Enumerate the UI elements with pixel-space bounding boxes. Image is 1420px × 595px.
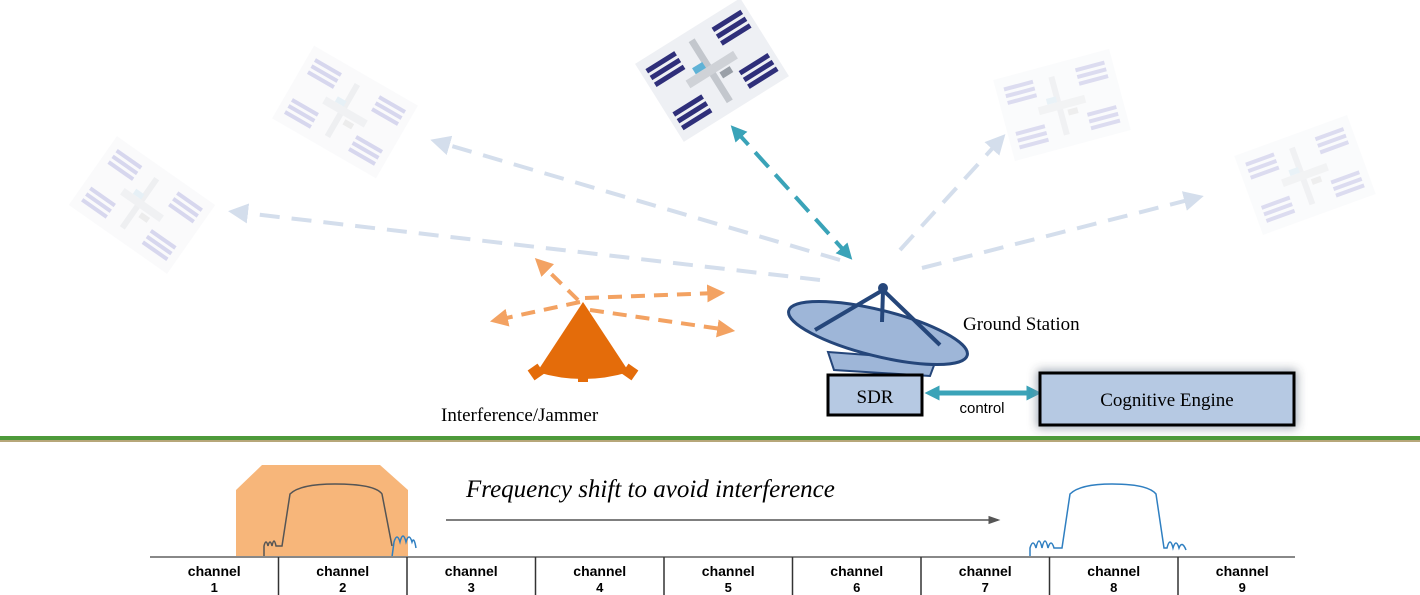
channel-label-word: channel (188, 563, 241, 579)
signal-spectrum-original (263, 483, 393, 557)
channel-label-word: channel (573, 563, 626, 579)
sdr-label: SDR (857, 387, 894, 408)
channel-label-number: 1 (211, 580, 218, 595)
sdr-box (826, 373, 924, 417)
channel-label-number: 8 (1110, 580, 1117, 595)
channel-label-number: 4 (596, 580, 604, 595)
link-arrow-far-right (921, 191, 1204, 270)
channel-label-word: channel (830, 563, 883, 579)
channel-label-number: 5 (725, 580, 732, 595)
channel-dividers (277, 557, 1179, 595)
frequency-shift-label: Frequency shift to avoid interference (465, 476, 835, 503)
channel-label-word: channel (702, 563, 755, 579)
jammer-arrows (489, 257, 736, 338)
satellite-icon-far-left (68, 136, 216, 274)
channel-label-number: 9 (1239, 580, 1246, 595)
channel-label-word: channel (316, 563, 369, 579)
horizon-line (0, 436, 1420, 440)
signal-spectrum-shifted (1029, 483, 1187, 557)
cognitive-engine-box (1038, 371, 1296, 427)
jammer-label: Interference/Jammer (441, 405, 599, 426)
active-link-arrow (730, 125, 853, 260)
link-arrow-right (898, 134, 1006, 252)
channel-label-word: channel (959, 563, 1012, 579)
cognitive-engine-label: Cognitive Engine (1100, 390, 1234, 411)
satellite-icon-right (993, 48, 1131, 162)
satellite-icon-far-right (1234, 115, 1376, 235)
jam-band-shape (236, 465, 408, 557)
channel-label-number: 6 (853, 580, 860, 595)
jammer-icon (527, 302, 639, 382)
satellite-icon-left (272, 45, 418, 179)
channel-label-number: 2 (339, 580, 346, 595)
channel-labels: channel1channel2channel3channel4channel5… (188, 563, 1269, 595)
channel-label-word: channel (1087, 563, 1140, 579)
ground-station-label: Ground Station (963, 314, 1080, 335)
link-arrow-far-left (228, 203, 821, 282)
channel-label-number: 3 (468, 580, 475, 595)
satellite-icon-active (635, 0, 789, 142)
channel-label-word: channel (445, 563, 498, 579)
channel-label-word: channel (1216, 563, 1269, 579)
satellite-dish-icon (787, 283, 969, 378)
signal-sidelobes-orig-right (391, 535, 417, 558)
control-label: control (959, 400, 1004, 417)
channel-label-number: 7 (982, 580, 989, 595)
